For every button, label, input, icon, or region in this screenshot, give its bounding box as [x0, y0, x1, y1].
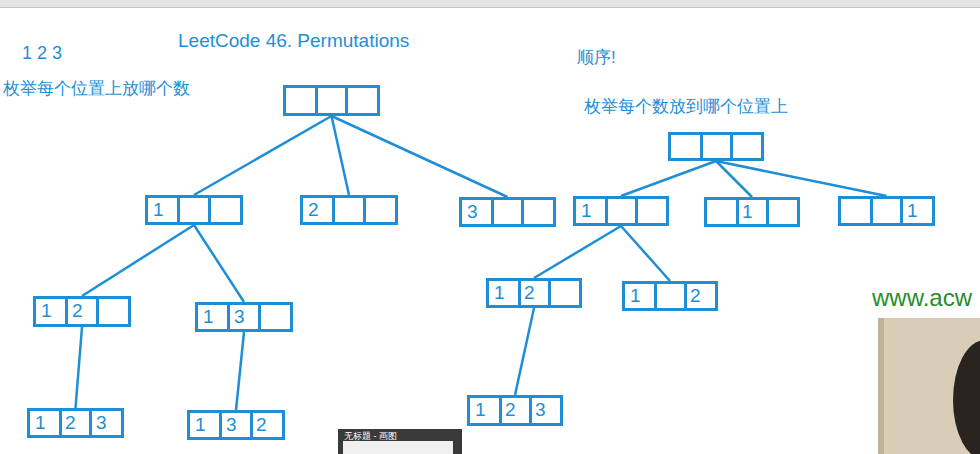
cell-divider — [766, 200, 769, 224]
cell-divider — [250, 413, 253, 437]
permutation-box: 12 — [486, 278, 582, 308]
taskbar-popup — [338, 429, 462, 454]
cell-divider — [258, 305, 261, 329]
cell-divider — [700, 135, 703, 158]
tree-edge — [332, 116, 508, 197]
cell-divider — [491, 200, 494, 224]
order-note: 顺序! — [577, 46, 616, 69]
cell-divider — [177, 198, 180, 222]
permutation-box: 1 — [838, 196, 935, 226]
permutation-box: 3 — [459, 197, 556, 227]
permutation-box: 123 — [27, 408, 124, 438]
permutation-box: 132 — [187, 410, 285, 440]
cell-divider — [227, 305, 230, 329]
permutation-box: 2 — [300, 195, 398, 225]
cell-divider — [605, 199, 608, 223]
cell-divider — [736, 200, 739, 224]
permutation-box: 12 — [33, 296, 131, 327]
cell-digit: 1 — [581, 199, 592, 223]
cell-divider — [345, 88, 348, 113]
tree-edge — [534, 226, 621, 278]
tree-edge — [82, 225, 194, 296]
cell-divider — [529, 398, 532, 423]
tree-edge — [194, 116, 332, 195]
method-note: 枚举每个位置上放哪个数 — [3, 77, 190, 100]
cell-digit: 2 — [256, 413, 267, 437]
cell-divider — [363, 198, 366, 222]
cell-digit: 1 — [630, 284, 641, 308]
method-note: 枚举每个数放到哪个位置上 — [584, 95, 788, 118]
tree-edge — [76, 327, 83, 408]
cell-digit: 3 — [467, 200, 478, 224]
tree-edge — [621, 226, 670, 281]
cell-digit: 2 — [72, 299, 83, 323]
permutation-box: 1 — [573, 196, 669, 226]
cell-divider — [548, 281, 551, 305]
taskbar-title: 无标题 - 画图 — [344, 430, 397, 443]
cell-digit: 1 — [35, 411, 46, 435]
permutation-box: 12 — [622, 281, 718, 311]
cell-digit: 2 — [505, 398, 516, 422]
webcam-person — [953, 340, 980, 454]
cell-digit: 1 — [195, 413, 206, 437]
permutation-box: 1 — [704, 197, 800, 227]
cell-divider — [654, 284, 657, 308]
tree-edge — [194, 225, 244, 302]
number-list: 1 2 3 — [22, 43, 62, 64]
cell-digit: 1 — [742, 200, 753, 224]
cell-divider — [684, 284, 687, 308]
cell-divider — [870, 199, 873, 223]
permutation-box — [668, 132, 764, 161]
cell-digit: 3 — [535, 398, 546, 422]
toolbar-strip — [0, 0, 980, 7]
cell-divider — [315, 88, 318, 113]
cell-divider — [518, 281, 521, 305]
cell-divider — [635, 199, 638, 223]
tree-edge — [332, 116, 350, 195]
tree-edge — [515, 308, 534, 395]
permutation-box: 13 — [195, 302, 293, 332]
cell-divider — [89, 411, 92, 435]
webcam-wall — [878, 318, 884, 454]
cell-digit: 3 — [226, 413, 237, 437]
cell-divider — [219, 413, 222, 437]
cell-digit: 1 — [203, 305, 214, 329]
cell-digit: 2 — [308, 198, 319, 222]
cell-digit: 2 — [65, 411, 76, 435]
permutation-box: 1 — [145, 195, 243, 225]
tree-edge — [716, 161, 887, 196]
tree-edge — [236, 332, 244, 410]
cell-digit: 3 — [96, 411, 107, 435]
cell-digit: 1 — [494, 281, 505, 305]
cell-digit: 1 — [153, 198, 164, 222]
cell-divider — [332, 198, 335, 222]
cell-divider — [59, 411, 62, 435]
cell-divider — [208, 198, 211, 222]
cell-digit: 1 — [907, 199, 918, 223]
cell-divider — [521, 200, 524, 224]
cell-divider — [65, 299, 68, 324]
cell-digit: 1 — [475, 398, 486, 422]
permutation-box — [283, 85, 380, 116]
cell-divider — [499, 398, 502, 423]
permutation-box: 123 — [467, 395, 563, 426]
cell-digit: 2 — [524, 281, 535, 305]
cell-divider — [96, 299, 99, 324]
cell-digit: 3 — [234, 305, 245, 329]
watermark: www.acw — [872, 284, 972, 312]
cell-divider — [730, 135, 733, 158]
tree-edge — [621, 161, 716, 196]
cell-digit: 1 — [41, 299, 52, 323]
taskbar-popup-preview — [343, 441, 453, 454]
cell-digit: 2 — [690, 284, 701, 308]
cell-divider — [900, 199, 903, 223]
diagram-title: LeetCode 46. Permutations — [178, 30, 409, 52]
toolbar-edge — [0, 7, 980, 8]
